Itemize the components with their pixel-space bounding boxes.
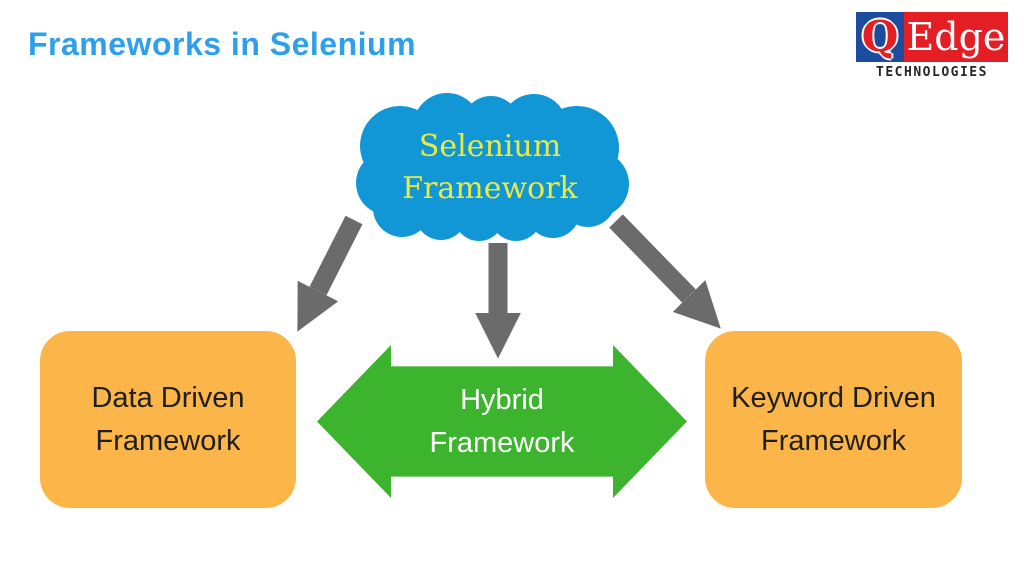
hybrid-label-line1: Hybrid bbox=[460, 383, 544, 416]
keyword-driven-framework-box: Keyword Driven Framework bbox=[705, 331, 962, 508]
hybrid-label-line2: Framework bbox=[429, 426, 575, 459]
cloud-label-line2: Framework bbox=[402, 171, 578, 206]
cloud-icon bbox=[356, 93, 629, 241]
data-driven-label-line1: Data Driven bbox=[91, 381, 245, 414]
page-title: Frameworks in Selenium bbox=[28, 26, 417, 62]
cloud-label: Selenium Framework bbox=[358, 96, 622, 240]
data-driven-label-line2: Framework bbox=[95, 424, 241, 457]
hybrid-framework-arrow: Hybrid Framework bbox=[317, 345, 687, 498]
arrow-to-keyword-driven-icon bbox=[609, 214, 721, 329]
arrow-to-data-driven-icon bbox=[297, 215, 363, 332]
qedge-edge-badge: Edge bbox=[904, 12, 1008, 62]
qedge-logo: Q Edge TECHNOLOGIES bbox=[856, 12, 1008, 80]
qedge-q-letter: Q bbox=[861, 12, 899, 61]
data-driven-framework-box: Data Driven Framework bbox=[40, 331, 296, 508]
qedge-tagline: TECHNOLOGIES bbox=[876, 65, 988, 80]
qedge-brand-text: Edge bbox=[906, 15, 1006, 59]
qedge-logo-row: Q Edge bbox=[856, 12, 1008, 62]
qedge-q-icon: Q bbox=[856, 12, 904, 62]
cloud-label-line1: Selenium bbox=[418, 129, 562, 164]
keyword-driven-label-line1: Keyword Driven bbox=[731, 381, 936, 414]
keyword-driven-label-line2: Framework bbox=[760, 424, 906, 457]
